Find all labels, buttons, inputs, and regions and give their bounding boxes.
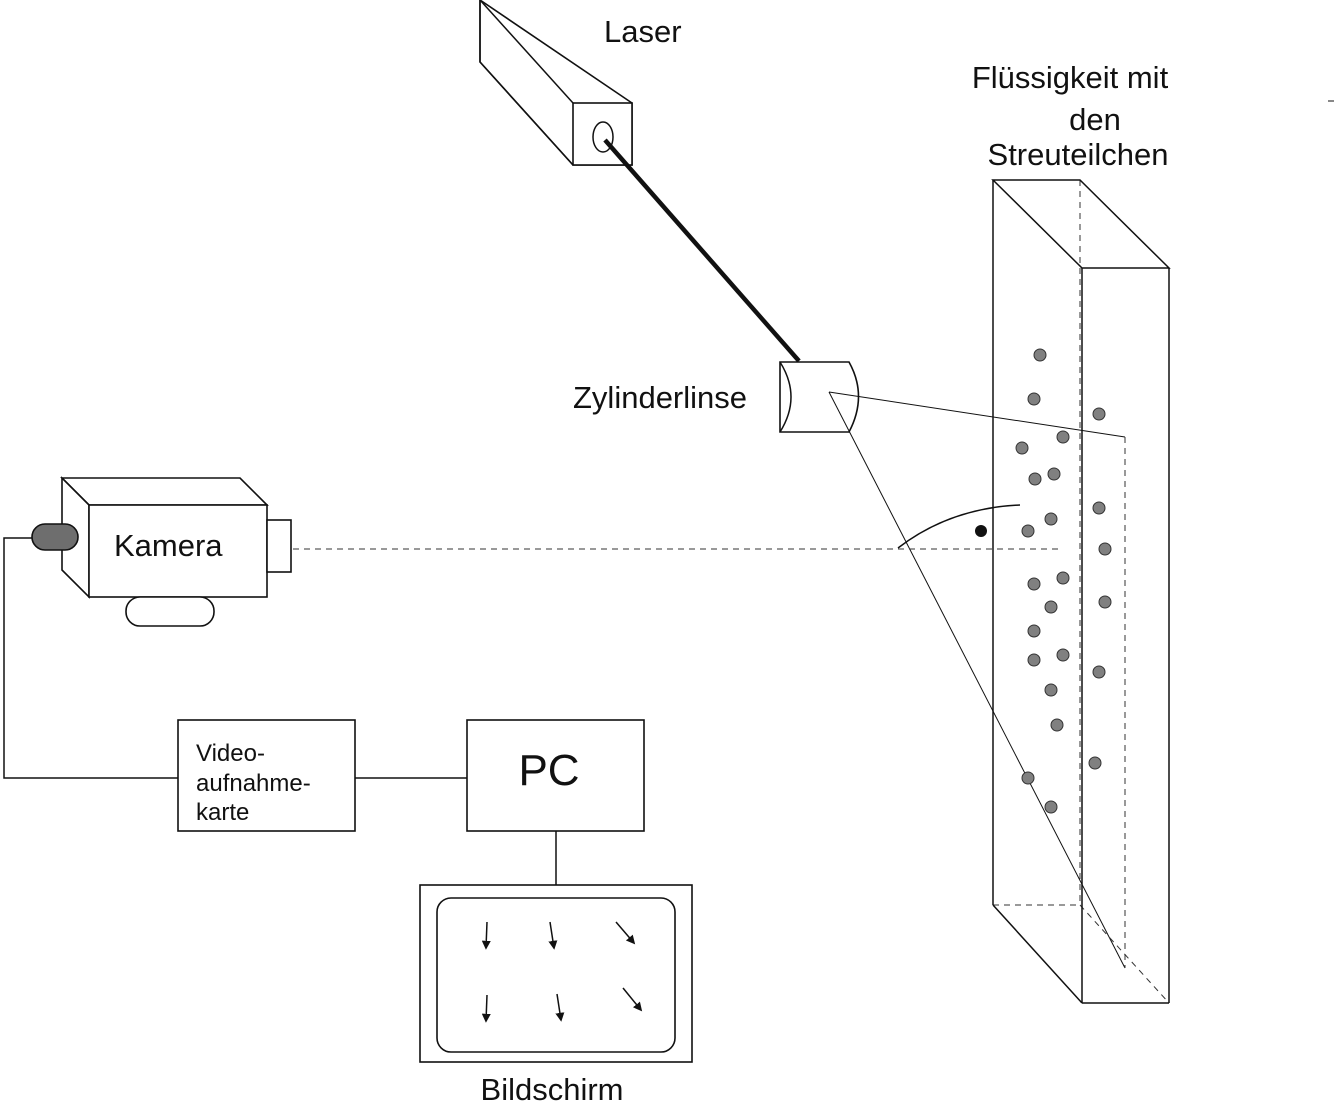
fluid-label-line1: Flüssigkeit mit <box>972 60 1169 95</box>
fluid-tank <box>991 179 1171 1004</box>
particle <box>1027 392 1041 406</box>
laser-beam <box>603 138 801 363</box>
cylinder-lens <box>779 361 860 433</box>
lens-label: Zylinderlinse <box>573 380 747 415</box>
velocity-vectors <box>481 921 643 1023</box>
video-capture-card <box>177 719 356 832</box>
laser-device <box>479 0 633 166</box>
monitor <box>419 884 693 1063</box>
light-sheet-top <box>828 391 1126 438</box>
vector-arrow <box>555 993 565 1022</box>
particle <box>1098 595 1112 609</box>
card-label-line1: Video- <box>196 740 265 767</box>
particle <box>1098 542 1112 556</box>
particle <box>1033 348 1047 362</box>
particle <box>1044 683 1058 697</box>
camera-plug <box>31 523 79 551</box>
particle <box>1056 430 1070 444</box>
particle <box>1092 501 1106 515</box>
right-angle-arc <box>897 504 1021 549</box>
particle <box>1027 577 1041 591</box>
pc-label: PC <box>518 746 579 795</box>
particle <box>1044 800 1058 814</box>
particle <box>1028 472 1042 486</box>
camera-label: Kamera <box>114 528 223 563</box>
particle <box>1088 756 1102 770</box>
particle <box>1092 665 1106 679</box>
particle <box>1044 512 1058 526</box>
vector-arrow <box>622 987 643 1012</box>
card-label-line3: karte <box>196 799 249 826</box>
particle <box>1021 771 1035 785</box>
light-sheet-bottom <box>828 391 1126 969</box>
vector-arrow <box>481 921 491 950</box>
laser-label: Laser <box>604 14 682 49</box>
pc-box <box>466 719 645 832</box>
fluid-label-line2: den <box>1069 102 1121 137</box>
vector-arrow <box>481 994 491 1023</box>
camera-cable <box>3 537 178 779</box>
particle <box>1044 600 1058 614</box>
particle <box>1027 653 1041 667</box>
particle <box>1047 467 1061 481</box>
particle <box>1021 524 1035 538</box>
screen-label: Bildschirm <box>481 1072 624 1105</box>
particle <box>1092 407 1106 421</box>
fluid-label-line3: Streuteilchen <box>988 137 1169 172</box>
camera <box>31 476 292 627</box>
vector-arrow <box>548 921 558 950</box>
particle <box>1027 624 1041 638</box>
particle <box>1056 648 1070 662</box>
right-angle-dot <box>975 525 987 537</box>
vector-arrow <box>615 921 636 945</box>
particle <box>1015 441 1029 455</box>
particle <box>1050 718 1064 732</box>
particle <box>1056 571 1070 585</box>
scattering-particles <box>1015 348 1112 814</box>
card-label-line2: aufnahme- <box>196 770 311 797</box>
